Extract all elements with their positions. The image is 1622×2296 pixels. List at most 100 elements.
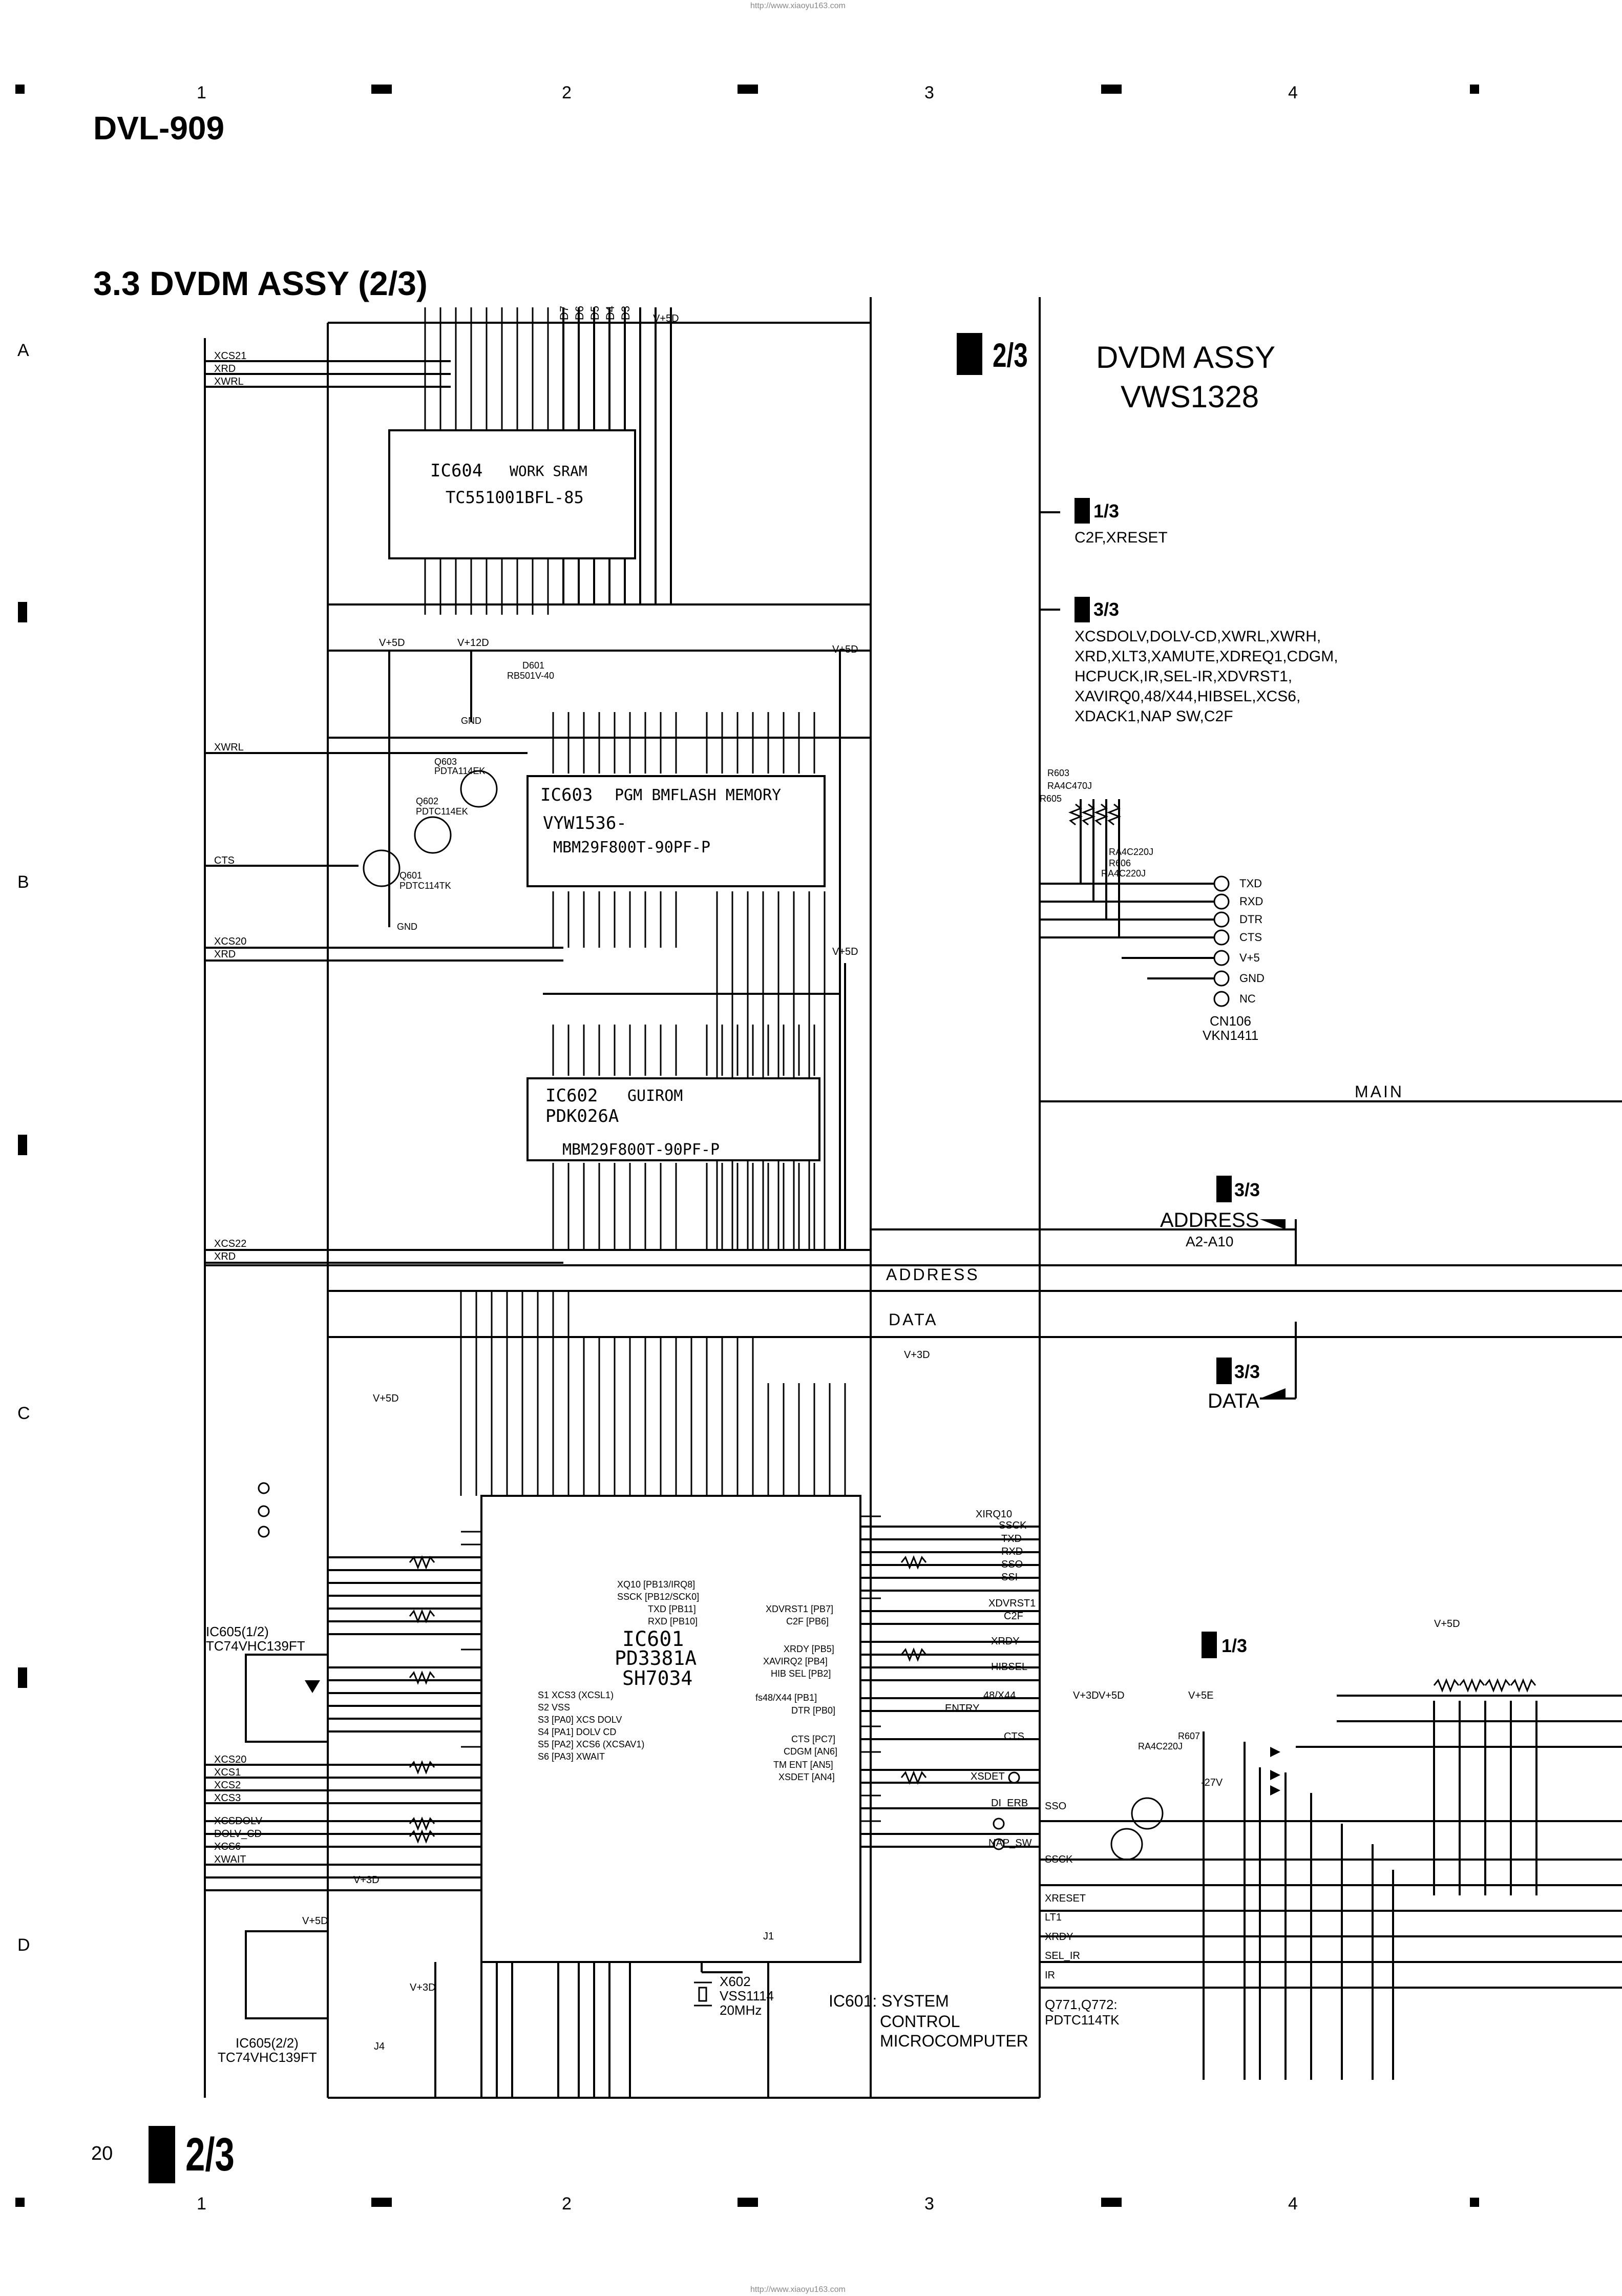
assy-part: VWS1328 xyxy=(1121,380,1259,414)
ic605-2-part: TC74VHC139FT xyxy=(218,2050,317,2065)
data-line-d6: D6 xyxy=(573,305,586,321)
sig-r-hibsel: HIBSEL xyxy=(991,1661,1028,1673)
data-line-d5: D5 xyxy=(588,305,602,321)
cpu-pin-fs48: fs48/X44 [PB1] xyxy=(755,1693,817,1703)
conn-address-marker xyxy=(1216,1176,1232,1202)
grid-col-1-bottom: 1 xyxy=(197,2194,206,2214)
section-title: 3.3 DVDM ASSY (2/3) xyxy=(93,264,428,302)
sig-r-txd: TXD xyxy=(1001,1533,1022,1544)
sig-r-xirq10: XIRQ10 xyxy=(976,1509,1013,1520)
supply-v5d-1: V+5D xyxy=(379,637,405,649)
sig-r-ssck: SSCK xyxy=(999,1520,1027,1531)
sig-lb-xcs2: XCS2 xyxy=(214,1780,241,1791)
grid-col-3-bottom: 3 xyxy=(924,2194,934,2214)
sig-r-xrdy: XRDY xyxy=(991,1636,1020,1647)
ic603-ref: IC603 xyxy=(540,785,593,805)
sig-lb-dolvcd: DOLV_CD xyxy=(214,1828,262,1840)
ic601-caption-3: MICROCOMPUTER xyxy=(880,2032,1028,2050)
cpu-misc-s2: S2 VSS xyxy=(538,1702,571,1713)
data-line-d7: D7 xyxy=(558,305,571,321)
sig-r-xdvrst1: XDVRST1 xyxy=(988,1598,1036,1609)
cn106-pin-cts: CTS xyxy=(1239,931,1262,944)
ic601-caption-1: IC601: SYSTEM xyxy=(829,1992,949,2010)
transistor-part: PDTC114TK xyxy=(1045,2012,1120,2028)
sig-xcs22: XCS22 xyxy=(214,1238,247,1249)
cpu-pin-rxd: RXD [PB10] xyxy=(648,1616,698,1626)
j1-label: J1 xyxy=(763,1931,774,1942)
ic605-2-ref: IC605(2/2) xyxy=(236,2035,299,2051)
cn106-pin-rxd: RXD xyxy=(1239,895,1263,908)
cn106-r792: R603 xyxy=(1047,768,1070,778)
cpu-pin-cdgm: CDGM [AN6] xyxy=(784,1746,838,1757)
conn-address-range: A2-A10 xyxy=(1186,1234,1234,1249)
transistor-note: Q771,Q772: xyxy=(1045,1997,1118,2012)
cpu-misc-s6: S6 [PA3] XWAIT xyxy=(538,1751,605,1762)
q601-ref: Q601 xyxy=(399,870,423,881)
sig-lb-xcs3: XCS3 xyxy=(214,1792,241,1804)
sig-lb-xcs6: XCS6 xyxy=(214,1841,241,1852)
grid-col-2: 2 xyxy=(562,83,572,102)
sig-r-sel-ir: SEL_IR xyxy=(1045,1950,1080,1961)
sig-xrd-1: XRD xyxy=(214,363,236,374)
cpu-pin-cts: CTS [PC7] xyxy=(791,1734,836,1744)
sig-r-entry: ENTRY xyxy=(945,1703,980,1714)
conn-3-3-signals-1: XCSDOLV,DOLV-CD,XWRL,XWRH, xyxy=(1075,628,1321,645)
model-title: DVL-909 xyxy=(93,110,225,147)
source-url-bottom: http://www.xiaoyu163.com xyxy=(750,2285,846,2294)
bus-address-label: ADDRESS xyxy=(886,1265,980,1284)
data-line-d3: D3 xyxy=(619,305,633,321)
sig-lb-xwait: XWAIT xyxy=(214,1854,246,1865)
ic603-function: PGM BMFLASH MEMORY xyxy=(615,786,782,804)
crystal-ref: X602 xyxy=(720,1974,751,1989)
sig-r-c2f: C2F xyxy=(1004,1611,1023,1622)
grid-col-1: 1 xyxy=(197,83,206,102)
sig-xcs21: XCS21 xyxy=(214,350,247,362)
ic601-part: PD3381A xyxy=(615,1647,697,1669)
supply-m27v: -27V xyxy=(1201,1777,1223,1788)
crystal-freq: 20MHz xyxy=(720,2002,762,2018)
cpu-pin-xdvrst1: XDVRST1 [PB7] xyxy=(766,1604,834,1614)
gnd-2: GND xyxy=(461,716,481,726)
bus-data-label: DATA xyxy=(889,1310,938,1329)
cpu-pin-tment: TM ENT [AN5] xyxy=(773,1760,833,1770)
crystal-part: VSS1114 xyxy=(720,1988,774,2003)
grid-row-a: A xyxy=(17,341,29,360)
ic604-ref: IC604 xyxy=(430,461,483,481)
ic601-part2: SH7034 xyxy=(622,1667,693,1689)
ic602-part: PDK026A xyxy=(545,1106,619,1126)
grid-col-4: 4 xyxy=(1288,83,1298,102)
sig-r-lt1: LT1 xyxy=(1045,1912,1062,1923)
sig-lb-xcs20: XCS20 xyxy=(214,1754,247,1765)
sig-xwrl-1: XWRL xyxy=(214,376,244,387)
supply-v3d-r: V+3D xyxy=(1073,1690,1099,1701)
supply-v5e: V+5E xyxy=(1188,1690,1214,1701)
q602-part: PDTC114EK xyxy=(416,806,468,817)
conn-3-3-frac: 3/3 xyxy=(1093,599,1120,620)
sig-lb-xcsdolv: XCSDOLV xyxy=(214,1815,263,1827)
footer-sheet-frac: 2/3 xyxy=(185,2128,235,2181)
j4-label: J4 xyxy=(374,2041,385,2052)
ic602-function: GUIROM xyxy=(627,1087,683,1105)
cpu-pin-xavirq2: XAVIRQ2 [PB4] xyxy=(763,1656,828,1666)
cpu-pin-xsdet: XSDET [AN4] xyxy=(778,1772,835,1782)
conn-3-3-signals-3: HCPUCK,IR,SEL-IR,XDVRST1, xyxy=(1075,668,1293,685)
supply-v3d-ic605: V+3D xyxy=(353,1874,380,1886)
cn106-r791: RA4C220J xyxy=(1109,847,1154,857)
grid-col-4-bottom: 4 xyxy=(1288,2194,1298,2214)
d601-part: RB501V-40 xyxy=(507,671,555,681)
sheet-marker-frac: 2/3 xyxy=(993,336,1028,374)
grid-row-c: C xyxy=(17,1404,30,1423)
conn-address-label: ADDRESS xyxy=(1160,1209,1259,1232)
ic602-part2: MBM29F800T-90PF-P xyxy=(562,1141,720,1159)
sig-xrd-2: XRD xyxy=(214,949,236,960)
data-line-d4: D4 xyxy=(604,305,617,321)
grid-row-b: B xyxy=(17,872,29,892)
cpu-pin-xrdy: XRDY [PB5] xyxy=(784,1644,834,1654)
f778-ref: R607 xyxy=(1178,1731,1200,1741)
supply-v5d-far: V+5D xyxy=(1434,1618,1460,1630)
sig-r-xrdy-2: XRDY xyxy=(1045,1931,1073,1943)
supply-v3d-top: V+3D xyxy=(904,1349,930,1361)
conn-data-label: DATA xyxy=(1208,1390,1259,1412)
cn106-r791-part: RA4C220J xyxy=(1101,868,1146,879)
ic601-ref: IC601 xyxy=(622,1627,684,1651)
